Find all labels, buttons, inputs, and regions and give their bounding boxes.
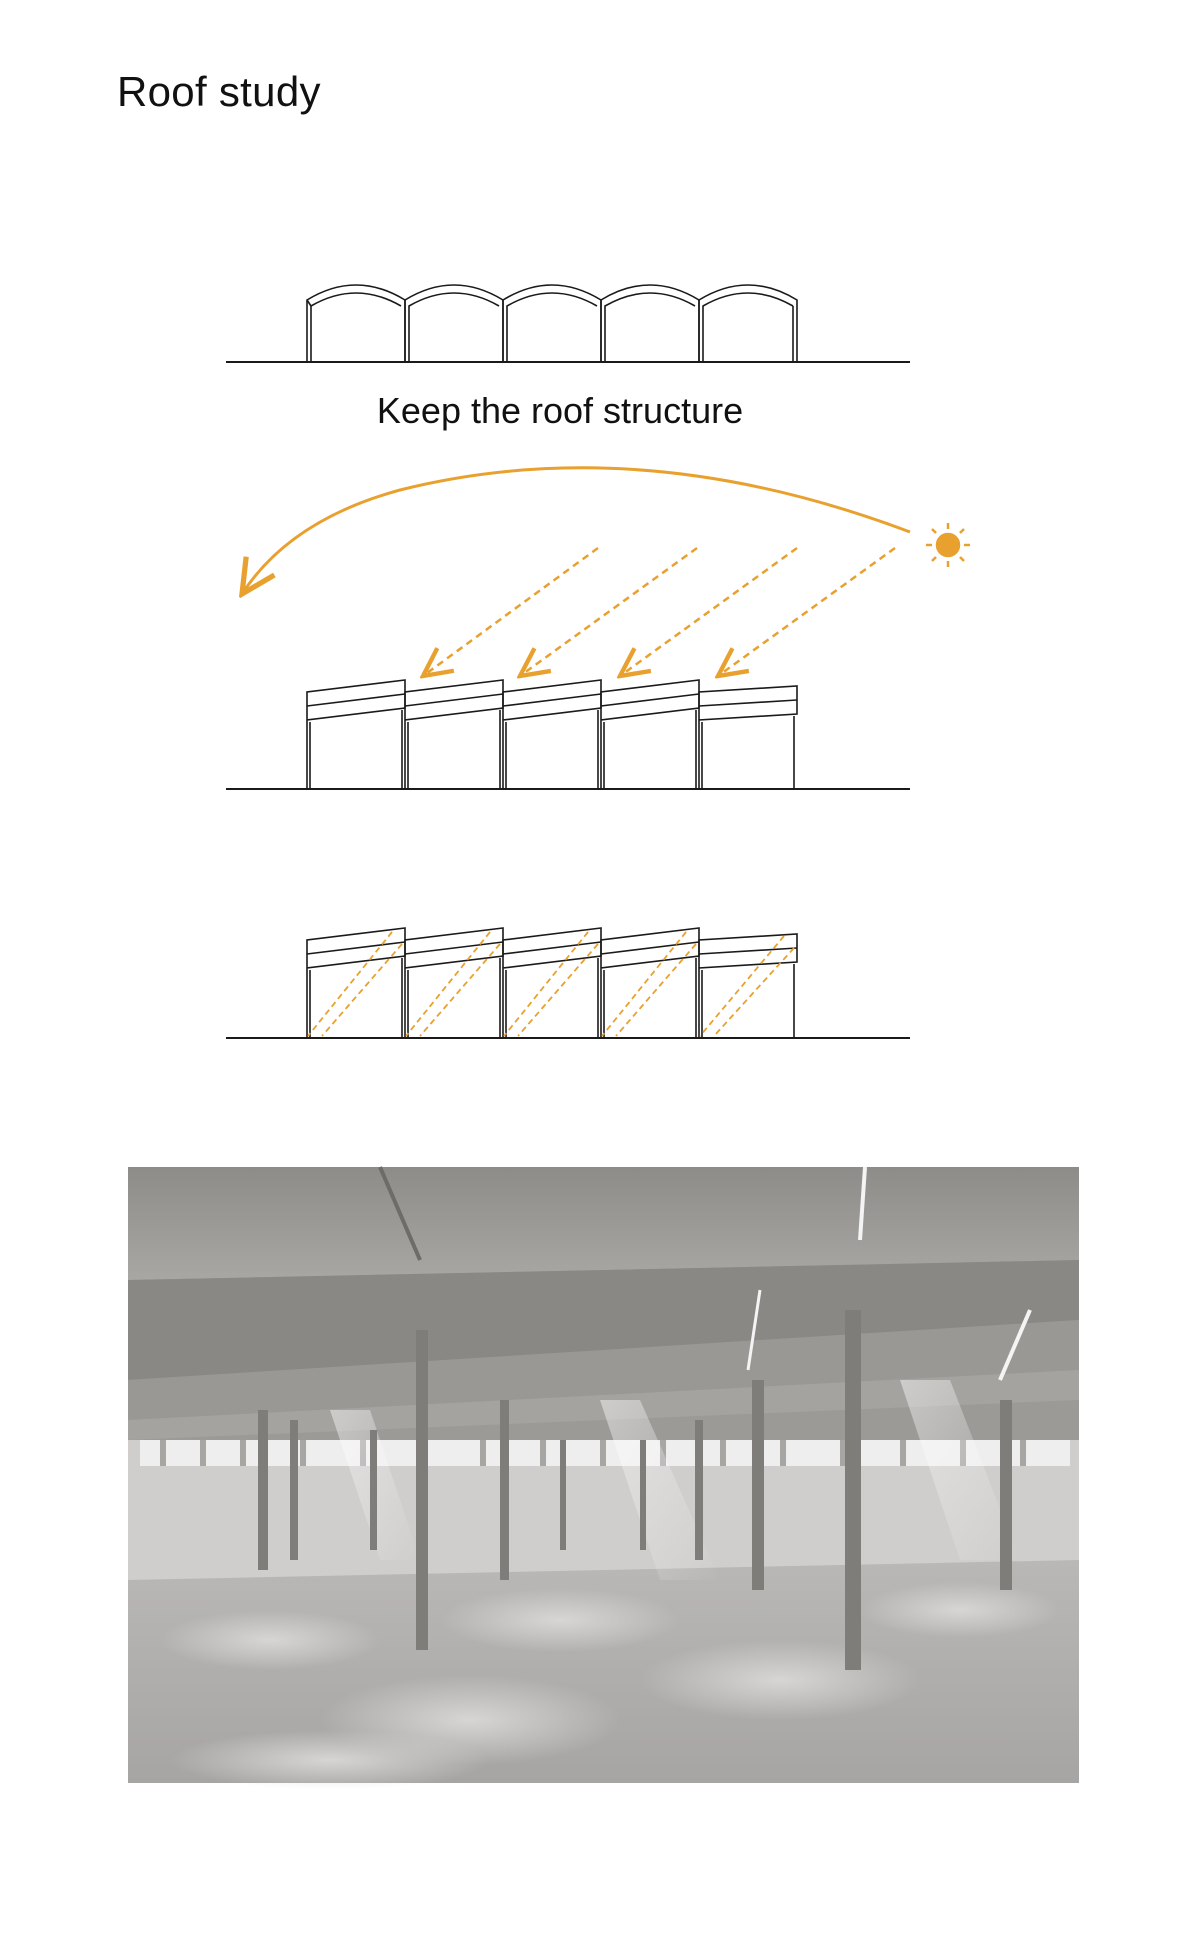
diagram-tilted-roof (226, 679, 910, 790)
tilted-bay (600, 927, 700, 1038)
tilted-bay (698, 933, 798, 1038)
tilted-bay (502, 927, 602, 1038)
sun-rays (423, 546, 896, 676)
section-caption: Keep the roof structure (376, 390, 744, 431)
tilted-bay (306, 927, 406, 1038)
tilted-bay (404, 927, 504, 1038)
tilted-bay (698, 685, 798, 789)
interior-render-icon (128, 1166, 1079, 1790)
page-title: Roof study (117, 68, 321, 115)
diagram-vaulted-roof (226, 284, 910, 363)
light-beams (307, 931, 795, 1037)
vault-bay (404, 284, 504, 362)
vault-bay (698, 284, 798, 362)
vault-bay (502, 284, 602, 362)
vault-bay (600, 284, 700, 362)
tilted-bay (600, 679, 700, 789)
sun-icon (926, 523, 970, 567)
vault-bay (306, 284, 406, 362)
diagram-light-penetration (226, 927, 910, 1039)
tilted-bay (502, 679, 602, 789)
sun-path-arrow-icon (242, 466, 911, 594)
tilted-bay (306, 679, 406, 789)
tilted-bay (404, 679, 504, 789)
